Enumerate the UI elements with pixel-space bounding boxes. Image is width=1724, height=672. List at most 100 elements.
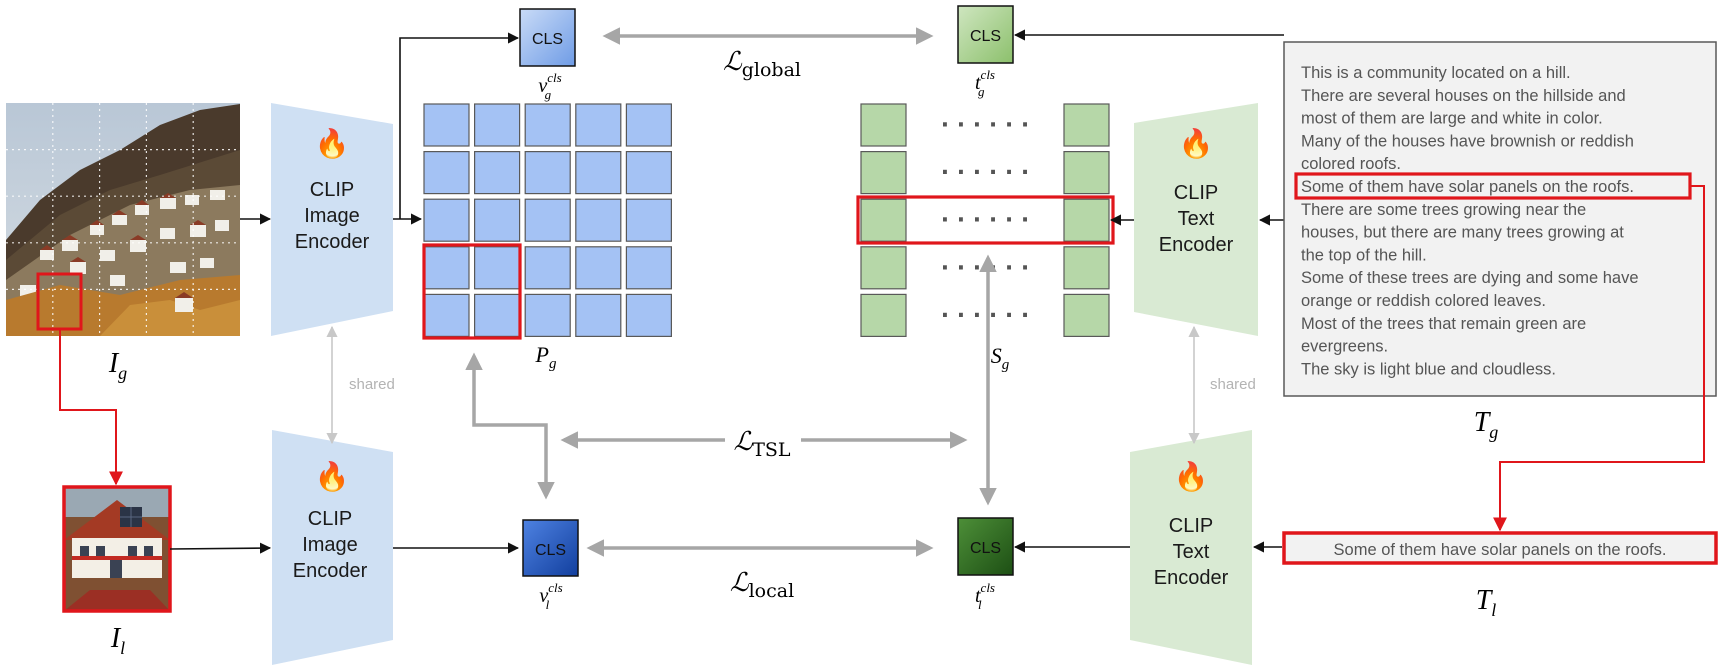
label-P-g: Pg xyxy=(535,342,557,372)
caption-line: There are several houses on the hillside… xyxy=(1301,87,1626,105)
patch-grid xyxy=(423,103,673,337)
image-patch-token xyxy=(474,246,521,290)
svg-text:CLIP: CLIP xyxy=(1169,515,1213,537)
image-patch-token xyxy=(575,293,622,337)
text-token xyxy=(860,246,907,290)
fire-icon: 🔥 xyxy=(315,127,350,160)
svg-text:Encoder: Encoder xyxy=(293,560,368,582)
text-token xyxy=(1063,246,1110,290)
image-patch-token xyxy=(625,246,673,290)
image-patch-token xyxy=(575,246,622,290)
fire-icon: 🔥 xyxy=(1179,127,1214,160)
ellipsis-dots: · · · · · · xyxy=(941,161,1029,186)
image-patch-token xyxy=(474,103,521,147)
svg-text:Some of them have solar panels: Some of them have solar panels on the ro… xyxy=(1334,541,1667,559)
image-patch-token xyxy=(625,151,673,195)
fire-icon: 🔥 xyxy=(1174,460,1209,493)
label-I-g: Ig xyxy=(108,348,127,383)
ellipsis-dots: · · · · · · xyxy=(941,303,1029,328)
text-token xyxy=(860,198,907,242)
arrow-encoder-to-cls-global xyxy=(399,32,520,219)
text-encoder-global: 🔥 CLIP Text Encoder xyxy=(1134,103,1258,336)
image-patch-token xyxy=(423,198,470,242)
caption-line: This is a community located on a hill. xyxy=(1301,64,1571,82)
caption-line: Some of them have solar panels on the ro… xyxy=(1301,178,1634,196)
label-T-g: Tg xyxy=(1474,407,1499,442)
image-patch-token xyxy=(524,103,571,147)
label-L-TSL: ℒTSL xyxy=(733,427,790,461)
label-T-l: Tl xyxy=(1476,585,1497,620)
image-encoder-local: 🔥 CLIP Image Encoder xyxy=(272,430,393,665)
svg-text:Image: Image xyxy=(302,534,358,556)
image-patch-token xyxy=(423,293,470,337)
cls-token-text-global: CLS xyxy=(957,5,1014,64)
fire-icon: 🔥 xyxy=(315,460,350,493)
image-patch-token xyxy=(524,151,571,195)
image-patch-token xyxy=(524,198,571,242)
text-token xyxy=(1063,103,1110,147)
text-token xyxy=(1063,151,1110,195)
svg-text:Image: Image xyxy=(304,205,360,227)
image-encoder-global: 🔥 CLIP Image Encoder xyxy=(271,103,393,336)
label-L-global: ℒglobal xyxy=(723,47,801,81)
svg-text:CLS: CLS xyxy=(532,31,563,48)
local-image xyxy=(62,485,172,613)
text-token xyxy=(860,293,907,337)
caption-line: The sky is light blue and cloudless. xyxy=(1301,360,1556,378)
global-caption-box: This is a community located on a hill. Th… xyxy=(1283,41,1717,397)
text-encoder-local: 🔥 CLIP Text Encoder xyxy=(1130,430,1252,665)
svg-text:CLIP: CLIP xyxy=(308,508,352,530)
image-patch-token xyxy=(575,198,622,242)
image-patch-token xyxy=(575,103,622,147)
svg-text:CLIP: CLIP xyxy=(1174,182,1218,204)
ellipsis-dots: · · · · · · xyxy=(941,208,1029,233)
svg-text:CLS: CLS xyxy=(535,542,566,559)
caption-line: There are some trees growing near the xyxy=(1301,201,1586,219)
local-caption-box: Some of them have solar panels on the ro… xyxy=(1282,531,1718,565)
arrow-local-to-encoder xyxy=(169,542,272,554)
svg-text:Encoder: Encoder xyxy=(1159,234,1234,256)
patch-to-local-cls-arrow xyxy=(465,352,555,500)
crop-arrow xyxy=(59,329,123,486)
image-patch-token xyxy=(423,151,470,195)
svg-text:CLS: CLS xyxy=(970,28,1001,45)
image-patch-token xyxy=(474,293,521,337)
caption-line: orange or reddish colored leaves. xyxy=(1301,292,1546,310)
label-L-local: ℒlocal xyxy=(730,568,794,602)
caption-line: Many of the houses have brownish or redd… xyxy=(1301,132,1634,150)
cls-token-image-local: CLS xyxy=(522,519,579,577)
caption-line: evergreens. xyxy=(1301,338,1388,356)
text-token xyxy=(1063,293,1110,337)
sentence-extract-arrow xyxy=(1493,185,1705,532)
text-token xyxy=(860,103,907,147)
ellipsis-dots: · · · · · · xyxy=(941,113,1029,138)
shared-label-image: shared xyxy=(349,376,395,393)
image-patch-token xyxy=(524,246,571,290)
text-token-matrix: · · · · · · · · · · · · · · · · · · · · · ·… xyxy=(860,103,1110,337)
image-patch-token xyxy=(423,103,470,147)
image-patch-token xyxy=(625,198,673,242)
svg-text:CLIP: CLIP xyxy=(310,179,354,201)
caption-line: Some of these trees are dying and some h… xyxy=(1301,269,1639,287)
text-token xyxy=(1063,198,1110,242)
shared-label-text: shared xyxy=(1210,376,1256,393)
cls-token-text-local: CLS xyxy=(957,517,1014,576)
caption-line: the top of the hill. xyxy=(1301,246,1427,264)
image-patch-token xyxy=(524,293,571,337)
global-image xyxy=(6,103,240,336)
selected-patch-region xyxy=(422,243,522,340)
image-patch-token xyxy=(423,246,470,290)
caption-line: colored roofs. xyxy=(1301,155,1401,173)
image-patch-token xyxy=(625,293,673,337)
caption-line: most of them are large and white in colo… xyxy=(1301,110,1603,128)
svg-text:Encoder: Encoder xyxy=(1154,567,1229,589)
label-S-g: Sg xyxy=(991,343,1010,373)
image-patch-token xyxy=(575,151,622,195)
image-patch-token xyxy=(474,198,521,242)
cls-token-image-global: CLS xyxy=(519,8,576,67)
